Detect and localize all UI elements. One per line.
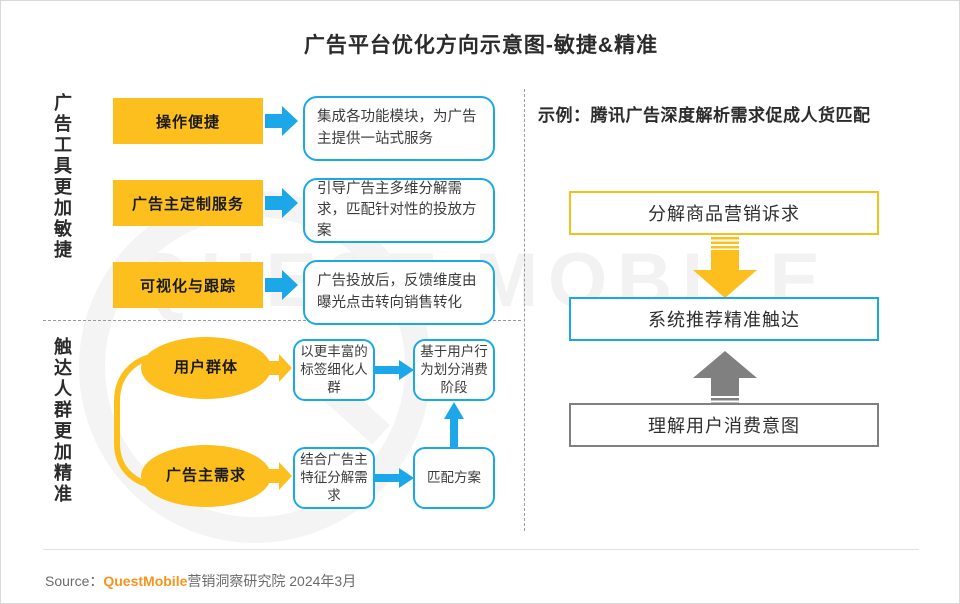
up-arrow-gray-icon	[693, 351, 757, 409]
section-label-agile: 广告工具更加敏捷	[52, 93, 72, 261]
flowbox-behavior-stage[interactable]: 基于用户行为划分消费阶段	[413, 339, 495, 401]
orange-right-arrow-icon	[259, 354, 292, 382]
flowbox-feature-demand[interactable]: 结合广告主特征分解需求	[293, 447, 375, 509]
footer-source: Source：QuestMobile营销洞察研究院 2024年3月	[45, 571, 356, 591]
divider-vertical	[524, 89, 525, 531]
section-label-precise: 触达人群更加精准	[52, 337, 72, 505]
step-box-decompose-marketing-appeal[interactable]: 分解商品营销诉求	[569, 191, 879, 235]
orange-right-arrow-icon	[259, 462, 292, 490]
divider-horizontal	[43, 320, 521, 321]
step-box-understand-user-intent[interactable]: 理解用户消费意图	[569, 403, 879, 447]
chip-visualization-tracking[interactable]: 可视化与跟踪	[113, 262, 263, 308]
arrow-up-connector-icon	[444, 402, 464, 448]
footer-brand: QuestMobile	[103, 573, 188, 589]
flowbox-label-segmentation[interactable]: 以更丰富的标签细化人群	[293, 339, 375, 401]
ellipse-user-group[interactable]: 用户群体	[141, 337, 271, 399]
arrow-right-connector-icon	[375, 360, 414, 380]
ellipse-advertiser-demand[interactable]: 广告主需求	[141, 445, 271, 507]
callout-multidimensional-demand: 引导广告主多维分解需求，匹配针对性的投放方案	[303, 178, 495, 243]
chip-operation-convenient[interactable]: 操作便捷	[113, 98, 263, 144]
flowbox-matching-plan[interactable]: 匹配方案	[413, 447, 495, 509]
yellow-brace-icon	[114, 352, 170, 490]
down-arrow-orange-icon	[693, 237, 757, 298]
blue-right-arrow-icon	[265, 188, 298, 218]
arrow-right-connector-icon	[375, 468, 414, 488]
callout-feedback-dimension: 广告投放后，反馈维度由曝光点击转向销售转化	[303, 260, 495, 325]
footer-source-label: Source：	[45, 573, 104, 589]
page-title: 广告平台优化方向示意图-敏捷&精准	[303, 34, 659, 57]
footer-rule	[43, 549, 919, 550]
callout-integrated-modules: 集成各功能模块，为广告主提供一站式服务	[303, 96, 495, 161]
right-panel-header: 示例：腾讯广告深度解析需求促成人货匹配	[538, 106, 871, 125]
blue-right-arrow-icon	[265, 106, 298, 136]
step-box-system-recommend-precise-reach[interactable]: 系统推荐精准触达	[569, 297, 879, 341]
footer-source-rest: 营销洞察研究院 2024年3月	[187, 573, 357, 589]
chip-advertiser-custom-service[interactable]: 广告主定制服务	[113, 180, 263, 226]
blue-right-arrow-icon	[265, 270, 298, 300]
